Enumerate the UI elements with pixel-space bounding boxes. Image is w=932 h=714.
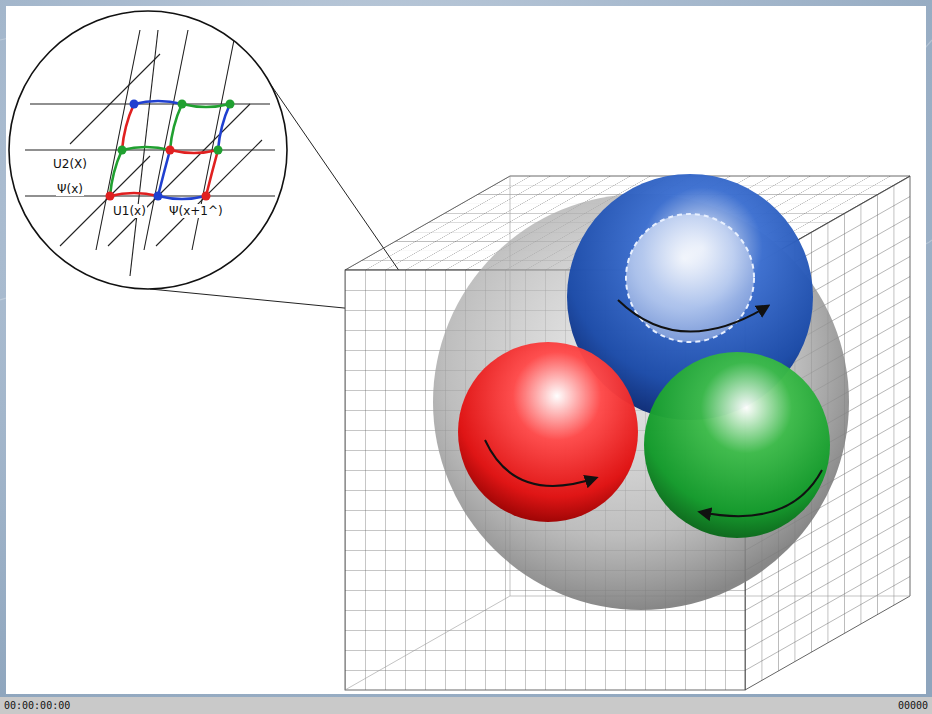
link-label: U2(X) xyxy=(52,157,88,171)
site-label: Ψ(x) xyxy=(56,182,84,196)
lattice-inset xyxy=(9,11,287,289)
quark-red xyxy=(458,342,638,522)
frame-counter: 00000 xyxy=(898,700,928,712)
panel xyxy=(6,6,926,694)
status-bar xyxy=(0,697,932,714)
timecode: 00:00:00:00 xyxy=(4,700,70,712)
site-label: Ψ(x+1^) xyxy=(168,204,224,218)
link-label: U1(x) xyxy=(112,204,147,218)
quark-green xyxy=(644,352,830,538)
